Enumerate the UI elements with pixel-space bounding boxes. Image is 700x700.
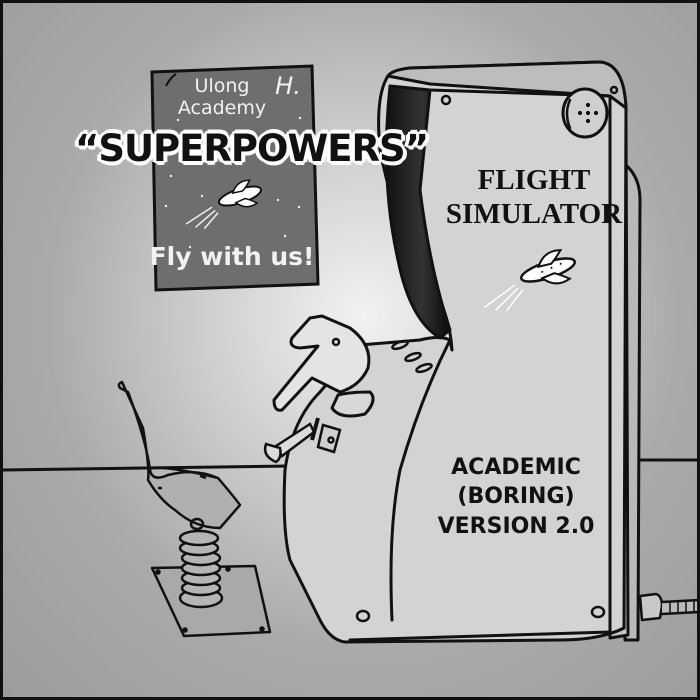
screw-icon — [440, 94, 452, 106]
poster-line1: Ulong — [195, 75, 250, 97]
cabinet-version-line1: ACADEMIC — [451, 455, 581, 480]
cabinet-rocket-icon — [484, 249, 576, 312]
poster-rocket-icon — [185, 179, 263, 230]
cabinet-version-line3: VERSION 2.0 — [438, 514, 595, 539]
flight-yoke-icon[interactable] — [272, 314, 375, 418]
poster-signature: H. — [275, 72, 301, 100]
spring-coil — [178, 529, 224, 609]
start-lever-icon[interactable] — [263, 417, 320, 464]
arcade-cabinet — [282, 60, 697, 644]
cabinet-title-line2: SIMULATOR — [446, 198, 623, 230]
floor-line — [3, 458, 697, 472]
speaker-icon — [561, 87, 609, 139]
caption-superpowers: “SUPERPOWERS” — [75, 127, 429, 170]
poster-line2: Academy — [178, 97, 266, 119]
spring-rider-seat — [117, 380, 272, 638]
coin-slot-icon[interactable] — [316, 423, 342, 454]
poster-stars — [164, 116, 302, 249]
cabinet-title-line1: FLIGHT — [478, 164, 591, 196]
poster-tagline: Fly with us! — [150, 242, 315, 271]
power-cable — [638, 592, 697, 622]
poster: Ulong Academy H. Fly with us! — [150, 64, 320, 292]
cabinet-version-line2: (BORING) — [457, 484, 574, 509]
